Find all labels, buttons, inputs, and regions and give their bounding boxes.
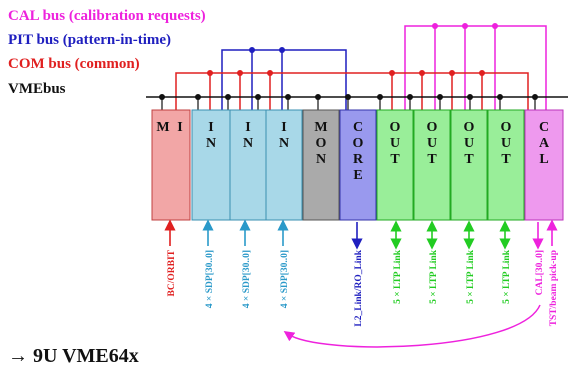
- module-out-letter: O: [464, 120, 475, 135]
- module-core: C O R E: [339, 109, 377, 221]
- module-out-letter: U: [390, 136, 400, 151]
- module-out-letter: O: [427, 120, 438, 135]
- module-out-letter: T: [501, 152, 511, 167]
- module-out-3: O U T: [450, 109, 488, 221]
- module-in-2: I N: [229, 109, 267, 221]
- pit-bus-nodes: [249, 47, 285, 53]
- signal-tst: TST/beam pick-up: [549, 250, 559, 326]
- module-out-letter: T: [464, 152, 474, 167]
- module-out-letter: U: [427, 136, 437, 151]
- cal-to-in-curve: [283, 304, 541, 348]
- legend-vme-bus: VMEbus: [8, 81, 66, 97]
- module-in-letter: I: [281, 120, 286, 135]
- module-in-letter: N: [206, 136, 216, 151]
- module-out-letter: O: [390, 120, 401, 135]
- signal-sdp-2: 4 × SDP[30..0]: [242, 250, 252, 308]
- module-mon: M O N: [302, 109, 340, 221]
- vme-bus-nodes: [159, 94, 538, 100]
- signal-bc-orbit: BC/ORBIT: [167, 249, 177, 296]
- signal-ltp-1: 5 × LTP Link: [393, 249, 403, 304]
- module-cal: C A L: [524, 109, 564, 221]
- module-core-letter: C: [353, 120, 363, 135]
- module-mon-letter: N: [316, 152, 326, 167]
- legend-pit-bus: PIT bus (pattern-in-time): [8, 32, 171, 48]
- module-out-letter: T: [390, 152, 400, 167]
- module-mon-letter: O: [316, 136, 327, 151]
- module-out-letter: U: [501, 136, 511, 151]
- cal-bus-wiring: [404, 25, 547, 110]
- module-out-2: O U T: [413, 109, 451, 221]
- signal-ltp-3: 5 × LTP Link: [466, 249, 476, 304]
- form-factor-label: → 9U VME64x: [8, 345, 139, 367]
- module-out-letter: T: [427, 152, 437, 167]
- legend-com-bus: COM bus (common): [8, 56, 140, 72]
- module-in-3: I N: [265, 109, 303, 221]
- signal-ltp-2: 5 × LTP Link: [429, 249, 439, 304]
- module-in-letter: N: [279, 136, 289, 151]
- signal-sdp-1: 4 × SDP[30..0]: [205, 250, 215, 308]
- module-cal-letter: C: [539, 120, 549, 135]
- module-out-1: O U T: [376, 109, 414, 221]
- module-in-1: I N: [191, 109, 231, 221]
- module-core-letter: O: [353, 136, 364, 151]
- signal-ltp-4: 5 × LTP Link: [502, 249, 512, 304]
- signal-cal-in: CAL[30..0]: [535, 250, 545, 295]
- com-bus-wiring: [175, 72, 529, 110]
- module-core-letter: R: [353, 152, 364, 167]
- module-mi-letter: I: [177, 120, 182, 135]
- module-out-letter: U: [464, 136, 474, 151]
- signal-sdp-3: 4 × SDP[30..0]: [280, 250, 290, 308]
- module-mon-letter: M: [314, 120, 327, 135]
- cal-bus-nodes: [432, 23, 498, 29]
- module-mi: M I: [151, 109, 191, 221]
- module-out-4: O U T: [487, 109, 525, 221]
- module-mi-letter: M: [156, 120, 169, 135]
- com-bus-nodes: [207, 70, 485, 76]
- module-in-letter: I: [245, 120, 250, 135]
- module-in-letter: N: [243, 136, 253, 151]
- module-cal-letter: A: [539, 136, 550, 151]
- module-in-letter: I: [208, 120, 213, 135]
- signal-l2-link: L2_Link/RO_Link: [354, 249, 364, 326]
- module-out-letter: O: [501, 120, 512, 135]
- module-core-letter: E: [353, 168, 362, 183]
- module-cal-letter: L: [539, 152, 548, 167]
- legend-cal-bus: CAL bus (calibration requests): [8, 8, 206, 24]
